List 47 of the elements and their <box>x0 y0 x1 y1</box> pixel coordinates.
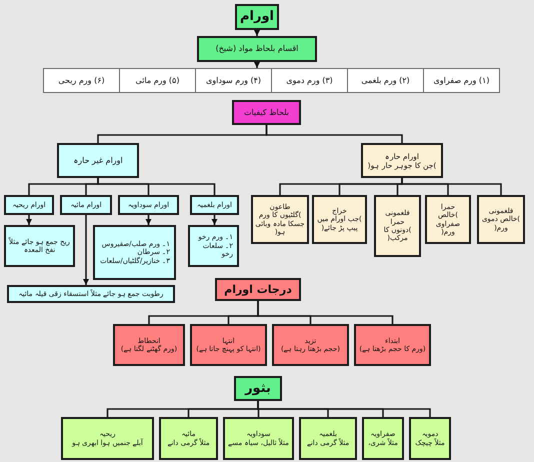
example-box <box>223 417 294 460</box>
example-box <box>362 417 404 460</box>
arrow <box>146 215 152 225</box>
stage-box <box>354 324 431 366</box>
title-box <box>234 376 282 401</box>
description-box <box>7 285 175 303</box>
example-box <box>409 417 451 460</box>
type-box <box>477 195 525 244</box>
box-label: اقسام بلحاظ مواد (شیخ) <box>216 44 298 54</box>
arrow <box>83 215 89 285</box>
type-box <box>312 195 367 244</box>
type-box <box>4 195 54 215</box>
type-box <box>118 195 179 215</box>
box-label: بلحاظ کیفیات <box>244 108 290 118</box>
arrow <box>26 215 32 225</box>
connector-line <box>279 178 403 195</box>
category-box <box>197 36 317 62</box>
example-box <box>61 417 154 460</box>
category-band <box>43 68 500 93</box>
type-box <box>425 195 471 244</box>
connector-line <box>28 178 99 195</box>
connector-line <box>148 301 259 324</box>
description-box <box>93 225 176 280</box>
box-label: درجات اورام <box>224 282 292 296</box>
category-box <box>232 100 301 125</box>
description-box <box>4 225 75 267</box>
title-box <box>235 4 279 30</box>
title-box <box>215 278 301 301</box>
type-box <box>374 195 421 257</box>
description-box <box>188 225 239 267</box>
connector-line <box>97 125 268 143</box>
box-label: بثور <box>245 380 271 396</box>
box-label: اورام <box>240 9 274 25</box>
example-box <box>159 417 218 460</box>
arrow <box>212 215 218 225</box>
box-label: اورام غیر حارہ <box>73 156 123 166</box>
stage-box <box>113 324 185 366</box>
category-box <box>361 143 443 178</box>
arrow <box>254 30 260 36</box>
category-box <box>57 143 139 178</box>
stage-box <box>190 324 267 366</box>
example-box <box>299 417 357 460</box>
type-box <box>60 195 112 215</box>
stage-box <box>272 324 349 366</box>
arrow <box>254 62 260 68</box>
type-box <box>190 195 239 215</box>
type-box <box>251 195 309 244</box>
